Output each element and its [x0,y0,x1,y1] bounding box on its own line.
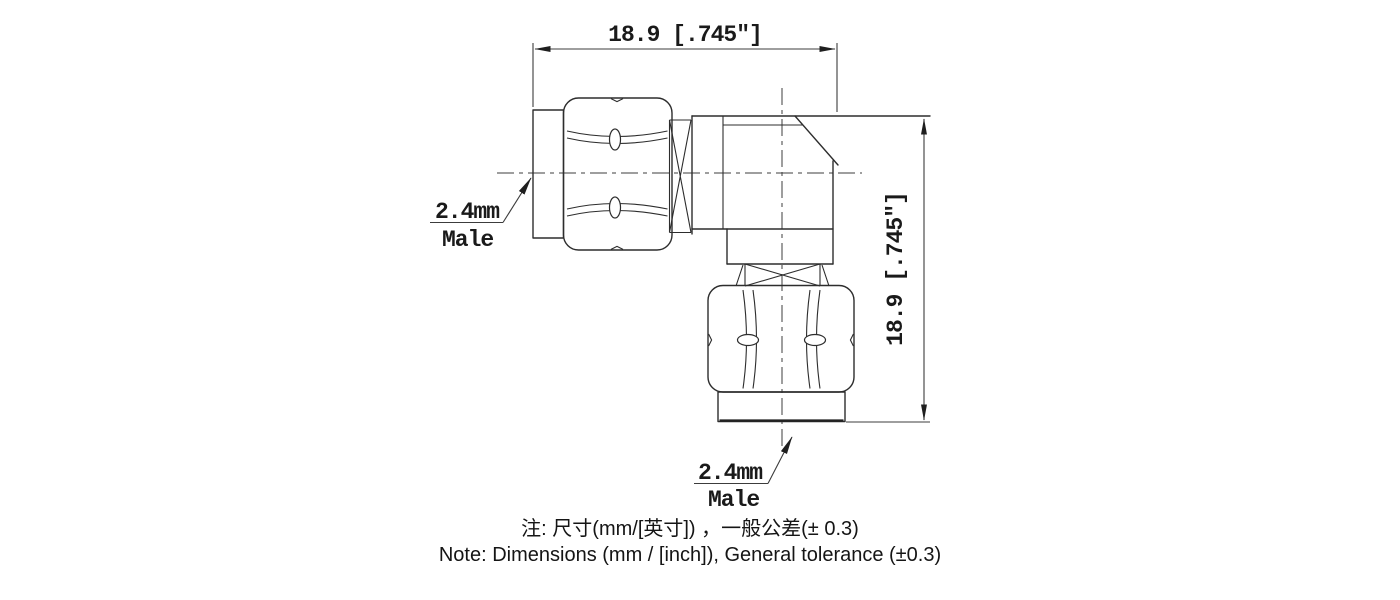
bottom-nut-left-lens [736,333,760,347]
top-dimension-text: 18.9 [.745″] [608,22,762,48]
bottom-connector-label: 2.4mm Male [694,436,793,513]
elbow-chamfer-edge [794,115,839,166]
elbow-lower-step [726,228,834,265]
bottom-label-leader [767,436,793,484]
left-connector-label: 2.4mm Male [430,177,532,253]
left-nut-top-notch [610,98,624,103]
notes-block: 注: 尺寸(mm/[英寸]) ，一般公差(± 0.3) Note: Dimens… [0,516,1390,568]
bottom-nut-right-lens [803,333,827,347]
bottom-nut-left-notch [708,333,713,347]
left-interface-flange [532,109,565,239]
bottom-label-size: 2.4mm [698,460,762,486]
left-label-leader [502,177,532,223]
elbow-body [691,115,931,287]
right-dimension: 18.9 [.745″] [846,118,930,423]
bottom-knurl-section [735,263,830,287]
note-line-chinese: 注: 尺寸(mm/[英寸]) ，一般公差(± 0.3) [521,518,859,540]
bottom-label-gender: Male [708,487,759,513]
left-knurl-section [668,119,692,234]
right-dimension-text: 18.9 [.745″] [883,192,909,346]
left-hex-nut [562,97,673,251]
bottom-nut-right-notch [849,333,854,347]
left-label-size: 2.4mm [435,199,499,225]
top-dimension: 18.9 [.745″] [532,22,838,112]
bottom-connector-view [707,284,855,423]
left-nut-upper-lens [608,128,622,151]
left-label-gender: Male [442,227,493,253]
note-line-english: Note: Dimensions (mm / [inch]), General … [438,544,942,566]
left-nut-lower-lens [608,196,622,219]
left-connector-view [532,97,692,251]
bottom-hex-nut [707,284,855,393]
left-nut-bottom-notch [610,245,624,250]
centerlines [497,88,862,452]
